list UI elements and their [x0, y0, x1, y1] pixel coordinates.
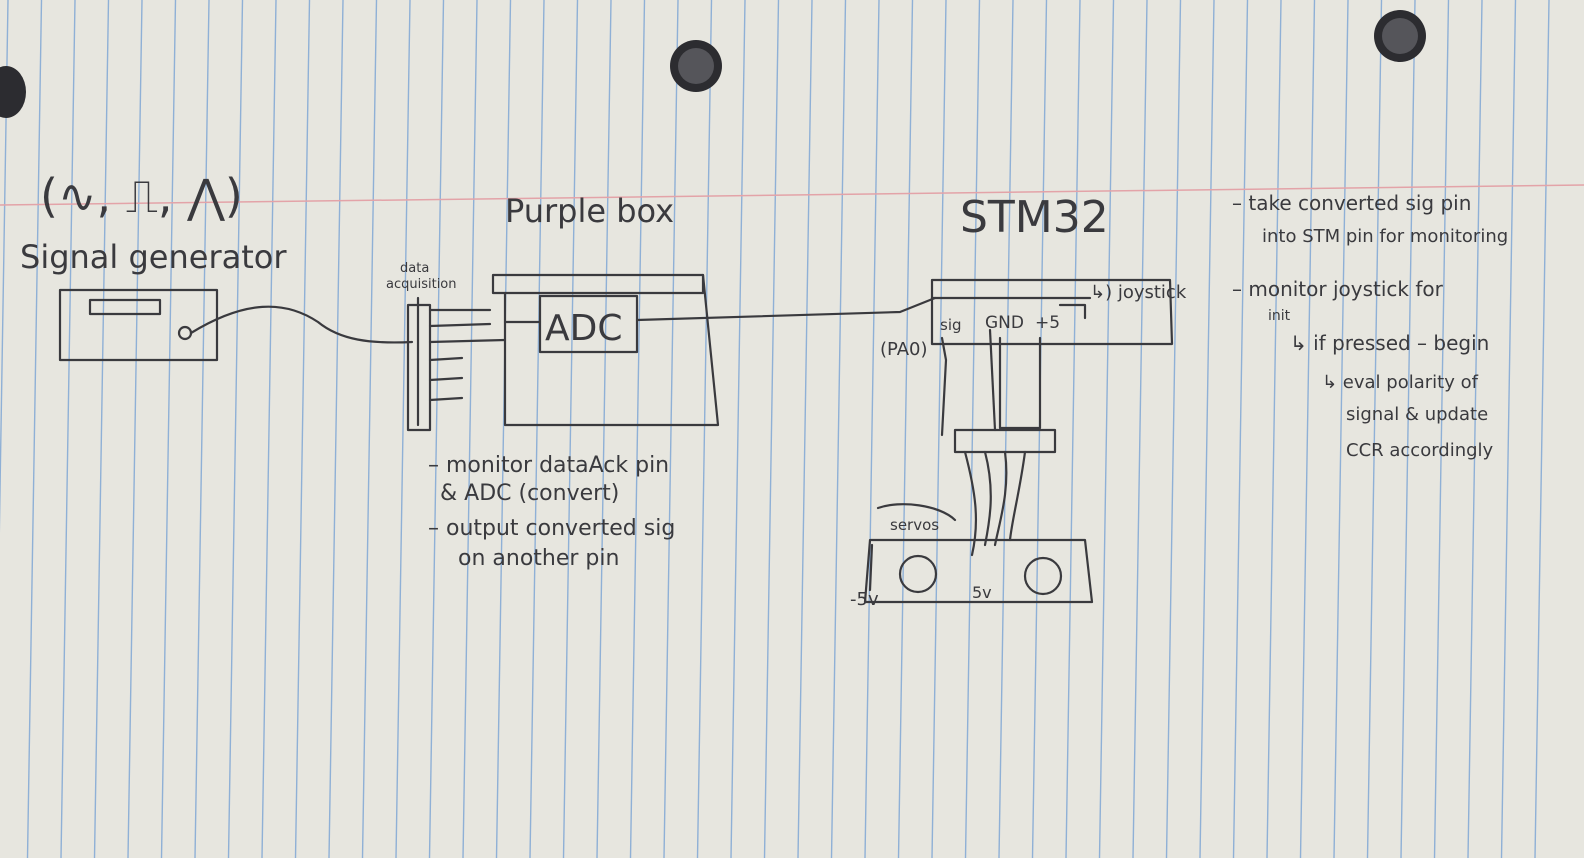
signal-generator-box: [58, 288, 219, 362]
rule-line: [1199, 0, 1215, 858]
rule-line: [596, 0, 612, 858]
servo-voltage-right: 5v: [972, 583, 992, 602]
purple-box-label: Purple box: [505, 192, 674, 230]
adc-to-stm-wire: [635, 296, 937, 322]
rule-line: [1534, 0, 1550, 858]
data-acquisition-label-line1: data: [400, 261, 429, 276]
paper-margin-line: [0, 184, 1584, 206]
stm-note-eval-line1: ↳ eval polarity of: [1322, 372, 1479, 393]
purple-box: [491, 273, 720, 427]
rule-line: [529, 0, 545, 858]
rule-line: [1366, 0, 1383, 858]
rule-line: [60, 0, 76, 858]
rule-line: [1500, 0, 1517, 858]
rule-line: [830, 0, 847, 858]
rule-line: [663, 0, 679, 858]
joystick-connector: [1058, 303, 1087, 320]
rule-line: [562, 0, 579, 858]
rule-line: [797, 0, 813, 858]
joystick-label: ↳) joystick: [1090, 282, 1187, 303]
stm32-board: [930, 278, 1174, 557]
rule-line: [227, 0, 244, 858]
rule-line: [763, 0, 780, 858]
generator-cable: [189, 305, 414, 344]
stm32-pin-plus5: +5: [1035, 313, 1060, 333]
stm32-pin-gnd: GND: [985, 313, 1024, 333]
servo-connector: [953, 428, 1057, 454]
rule-line: [696, 0, 713, 858]
rule-line: [127, 0, 143, 858]
rule-line: [495, 0, 512, 858]
purple-box-note2-line1: – output converted sig: [428, 516, 675, 541]
rule-line: [160, 0, 177, 858]
rule-line: [1333, 0, 1349, 858]
rule-line: [1232, 0, 1249, 858]
servo-board: [863, 503, 1094, 604]
rule-line: [1299, 0, 1316, 858]
servo-right: [1023, 556, 1063, 596]
rule-line: [1165, 0, 1182, 858]
rule-line: [93, 0, 110, 858]
data-acquisition-label-line2: acquisition: [386, 277, 457, 292]
stm32-label: STM32: [960, 192, 1109, 243]
rule-line: [395, 0, 411, 858]
stm32-pin-sig: sig: [940, 316, 962, 334]
rule-line: [1065, 0, 1081, 858]
stm-note-take-line1: – take converted sig pin: [1232, 191, 1471, 215]
rule-line: [1400, 0, 1416, 858]
rule-line: [629, 0, 646, 858]
rule-line: [1098, 0, 1115, 858]
rule-line: [1433, 0, 1450, 858]
servo-left: [898, 554, 938, 594]
paper-rule-lines: [0, 0, 1550, 858]
rule-line: [194, 0, 210, 858]
servo-voltage-left: -5v: [850, 589, 879, 610]
stm-note-if-pressed: ↳ if pressed – begin: [1290, 331, 1489, 355]
signal-generator-display: [88, 298, 162, 316]
rule-line: [328, 0, 344, 858]
purple-box-note1-line2: & ADC (convert): [440, 481, 619, 506]
stm32-board-outline: [930, 278, 1174, 346]
rule-line: [26, 0, 43, 858]
signal-generator-output-jack: [177, 325, 193, 341]
rule-line: [1266, 0, 1282, 858]
rule-line: [261, 0, 277, 858]
adc-box: [538, 294, 639, 354]
stm-note-eval-line2: signal & update: [1346, 404, 1488, 425]
adc-label: ADC: [545, 308, 622, 349]
servos-label: servos: [890, 516, 939, 534]
waveforms-label: (∿, ⎍, ⋀): [40, 169, 243, 223]
rule-line: [428, 0, 445, 858]
purple-box-body: [503, 273, 720, 427]
purple-box-note1-line1: – monitor dataAck pin: [428, 453, 669, 478]
rule-line: [897, 0, 914, 858]
purple-box-note2-line2: on another pin: [458, 546, 619, 571]
rule-line: [730, 0, 746, 858]
data-acquisition-connector: [406, 296, 507, 432]
servo-board-outline: [863, 538, 1094, 604]
stm-note-eval-line3: CCR accordingly: [1346, 440, 1494, 461]
purple-box-top-edge: [491, 273, 705, 295]
signal-generator-label: Signal generator: [20, 238, 287, 276]
punch-hole-left: [0, 66, 26, 118]
stm-note-take-line2: into STM pin for monitoring: [1262, 226, 1508, 247]
rule-line: [294, 0, 311, 858]
stm-note-monitor-line2: init: [1268, 308, 1291, 324]
stm32-pin-pa0: (PA0): [880, 339, 928, 360]
rule-line: [361, 0, 378, 858]
rule-line: [864, 0, 880, 858]
rule-line: [462, 0, 478, 858]
rule-line: [1132, 0, 1148, 858]
rule-line: [0, 0, 9, 534]
signal-generator: [58, 288, 219, 362]
rule-line: [1467, 0, 1483, 858]
rule-line: [931, 0, 947, 858]
stm-note-monitor-line1: – monitor joystick for: [1232, 277, 1444, 301]
